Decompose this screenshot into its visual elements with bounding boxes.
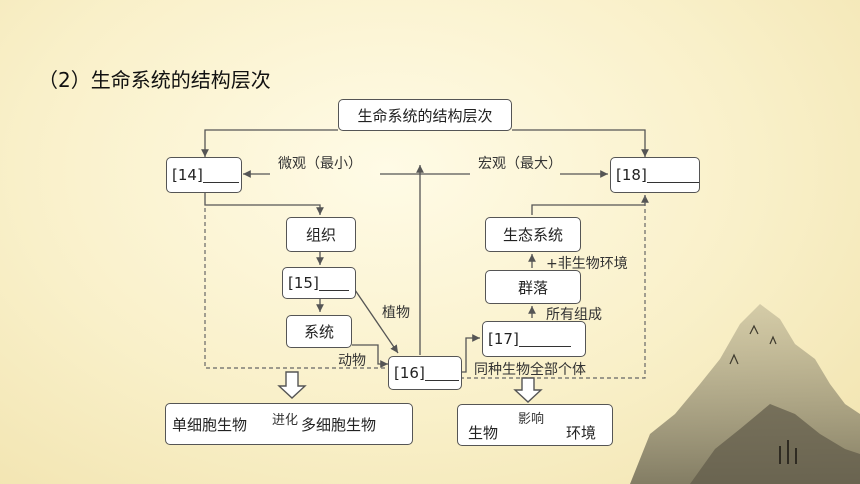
box-16: [16] (388, 356, 462, 390)
mountain-painting-icon (630, 304, 860, 484)
box-15-label: [15] (288, 274, 319, 292)
box-17: [17] (482, 321, 586, 357)
section-heading: （2）生命系统的结构层次 (38, 68, 271, 92)
box-14-label: [14] (172, 166, 203, 184)
micro-label: 微观（最小） (278, 156, 362, 172)
community-box: 群落 (485, 270, 581, 304)
environment-label: 环境 (566, 423, 597, 442)
blank-16 (424, 366, 459, 381)
unicellular-label: 单细胞生物 (172, 415, 248, 434)
interaction-box: 生物 环境 (457, 404, 613, 446)
box-18: [18] (610, 157, 700, 193)
nonbio-label: +非生物环境 (546, 256, 628, 272)
root-box: 生命系统的结构层次 (338, 99, 512, 131)
organism-label: 生物 (468, 423, 499, 442)
tissue-box: 组织 (286, 217, 356, 252)
all-label: 所有组成 (546, 307, 602, 323)
evolution-arrow-label: 进化 (272, 413, 299, 428)
system-box: 系统 (286, 315, 352, 348)
community-label: 群落 (517, 278, 548, 297)
blank-17 (518, 332, 571, 347)
influence-label: 影响 (518, 412, 545, 427)
plant-label: 植物 (382, 305, 410, 321)
system-label: 系统 (303, 323, 334, 341)
macro-label: 宏观（最大） (478, 156, 562, 172)
blank-18 (646, 168, 699, 183)
box-18-label: [18] (616, 166, 647, 184)
box-14: [14] (166, 157, 242, 193)
root-label: 生命系统的结构层次 (357, 106, 493, 125)
evolution-box: 单细胞生物 多细胞生物 (165, 403, 413, 445)
box-16-label: [16] (394, 364, 425, 382)
ecosystem-label: 生态系统 (502, 226, 563, 244)
box-15: [15] (282, 267, 356, 299)
animal-label: 动物 (338, 353, 366, 369)
ecosystem-box: 生态系统 (485, 217, 581, 252)
tissue-label: 组织 (305, 226, 336, 244)
multicellular-label: 多细胞生物 (301, 415, 377, 434)
box-17-label: [17] (488, 330, 519, 348)
blank-14 (202, 168, 239, 183)
same-species-label: 同种生物全部个体 (474, 362, 586, 378)
blank-15 (318, 276, 349, 291)
